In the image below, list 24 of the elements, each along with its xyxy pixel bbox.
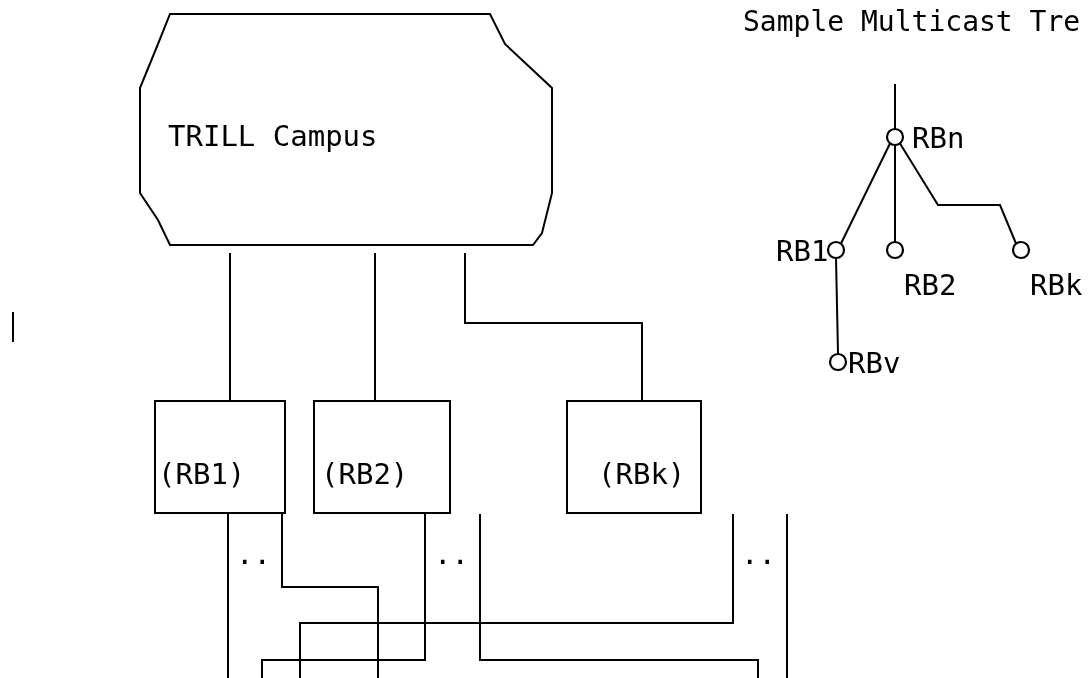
dots-label: ..: [434, 536, 469, 572]
bridge-box: [566, 400, 702, 514]
connector-line: [229, 252, 231, 401]
node-label: RBn: [912, 120, 965, 156]
connector-line: [899, 142, 1017, 245]
diagram-title: Sample Multicast Tre: [743, 4, 1081, 40]
bridge-box: [154, 400, 286, 514]
node-label: (RB2): [321, 456, 409, 492]
node-label: RB2: [904, 267, 957, 303]
connector-line: [374, 252, 376, 401]
node-label: RBv: [848, 345, 901, 381]
node-label: RB1: [776, 233, 829, 269]
connector-line: [894, 144, 896, 243]
node-label: RBk: [1030, 267, 1083, 303]
node-label: (RB1): [158, 456, 246, 492]
connector-line: [840, 142, 891, 245]
connector-line: [464, 252, 643, 401]
node-label: TRILL Campus: [168, 118, 378, 154]
connector-line: [894, 83, 896, 130]
bridge-box: [313, 400, 451, 514]
node-label: (RBk): [598, 456, 686, 492]
connector-line: [835, 257, 839, 355]
dots-label: ..: [741, 536, 776, 572]
dots-label: ..: [236, 536, 271, 572]
